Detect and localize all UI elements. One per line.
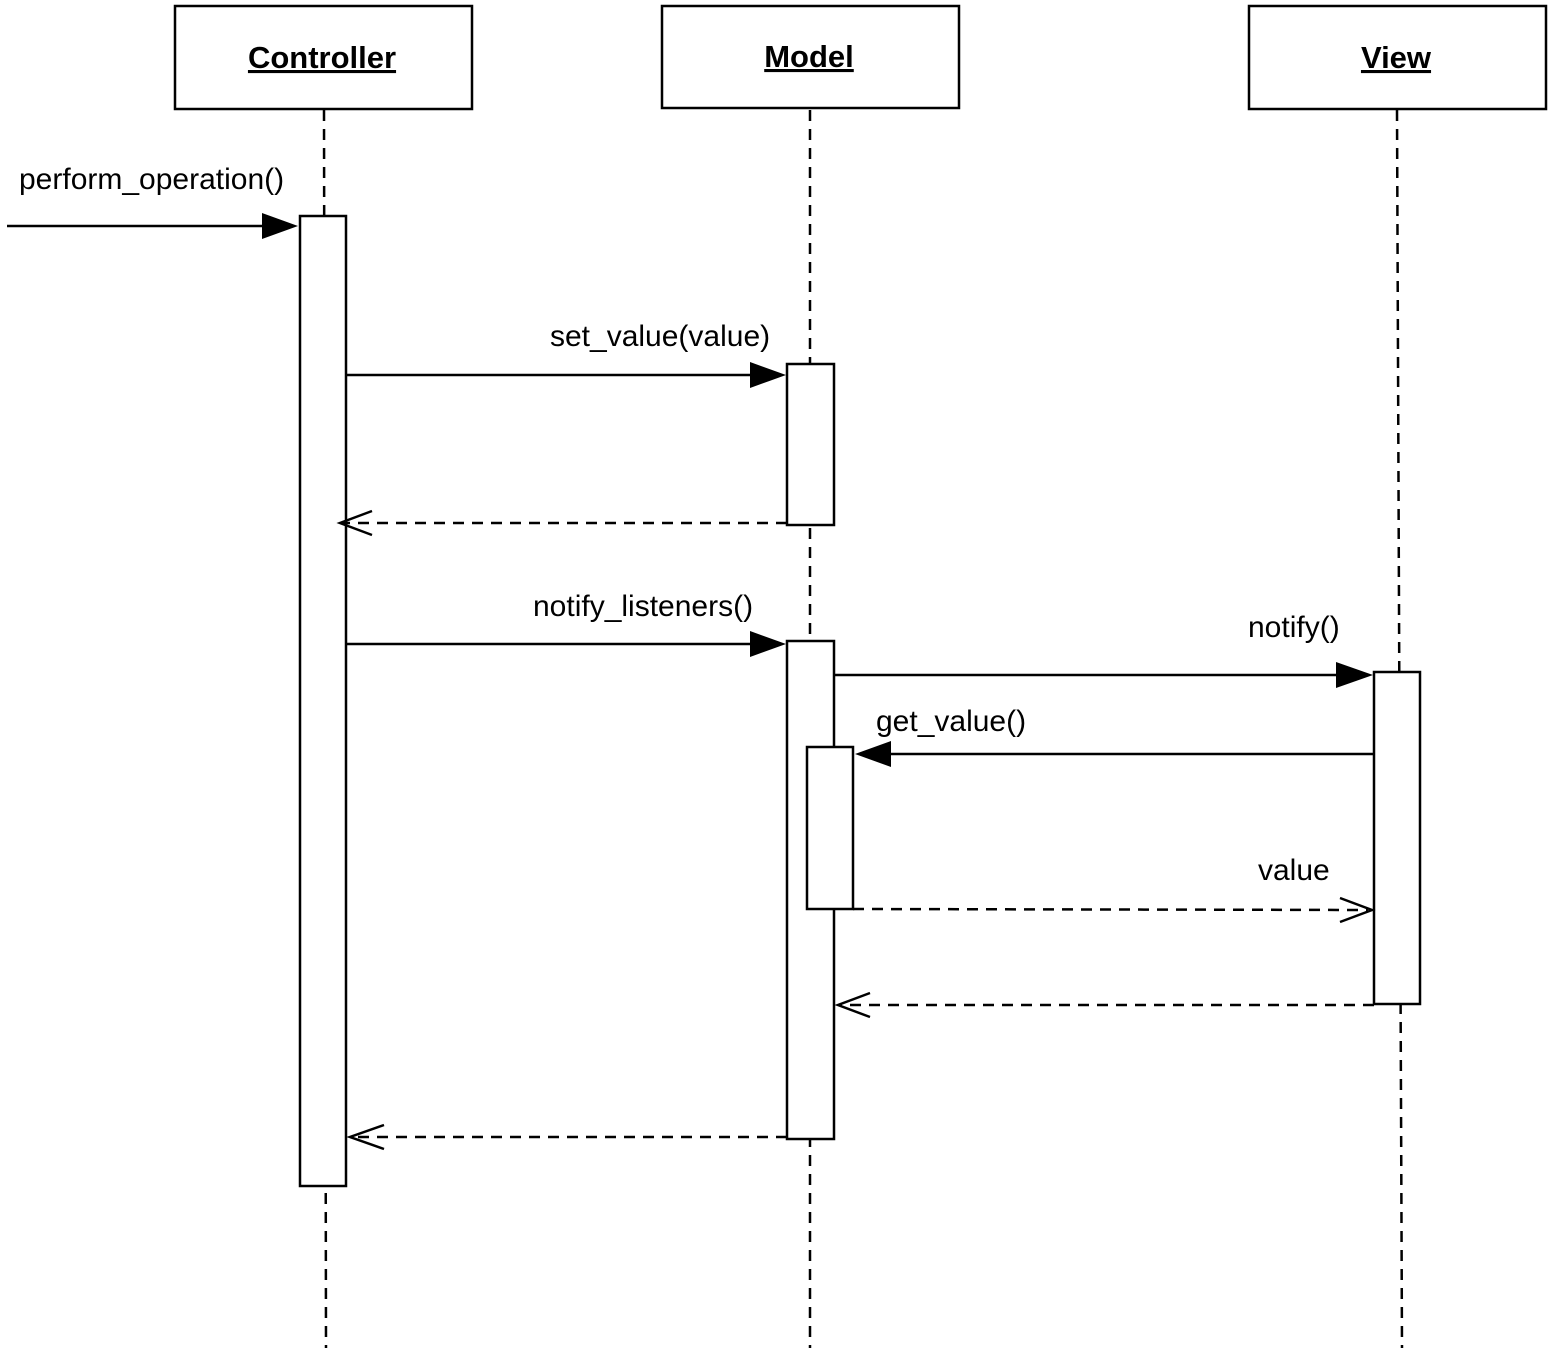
message-label: set_value(value) [550,320,770,353]
message-notify-listeners: notify_listeners() [346,590,786,657]
solid-arrowhead-icon [262,213,298,239]
solid-arrowhead-icon [750,362,786,388]
message-label: perform_operation() [19,163,284,196]
message-get-value: get_value() [855,705,1374,767]
message-perform-operation: perform_operation() [7,163,298,239]
solid-arrowhead-icon [1336,662,1373,688]
view-activation [1372,670,1422,1006]
controller-activation [298,214,348,1188]
controller-header: Controller [173,4,474,111]
solid-arrowhead-icon [750,631,786,657]
message-label: value [1258,854,1330,887]
controller-title: Controller [248,40,396,75]
view-header: View [1247,4,1548,111]
model-title: Model [764,39,854,74]
open-arrowhead-icon [336,509,373,537]
message-set-value: set_value(value) [346,320,786,388]
model-activation-set-value [785,362,836,527]
message-notify-listeners-return [346,1123,787,1151]
message-notify: notify() [834,611,1373,688]
view-lifeline [1395,109,1404,1349]
message-label: notify() [1248,611,1340,644]
open-arrowhead-icon [1339,896,1376,924]
message-label: notify_listeners() [533,590,753,623]
message-value-return: value [852,854,1376,924]
model-activation-get-value [805,745,855,911]
message-set-value-return [336,509,787,537]
model-header: Model [660,4,961,110]
solid-arrowhead-icon [855,741,891,767]
message-notify-return [834,991,1374,1019]
open-arrowhead-icon [834,991,871,1019]
view-title: View [1361,40,1432,75]
message-label: get_value() [876,705,1026,738]
open-arrowhead-icon [346,1123,385,1151]
